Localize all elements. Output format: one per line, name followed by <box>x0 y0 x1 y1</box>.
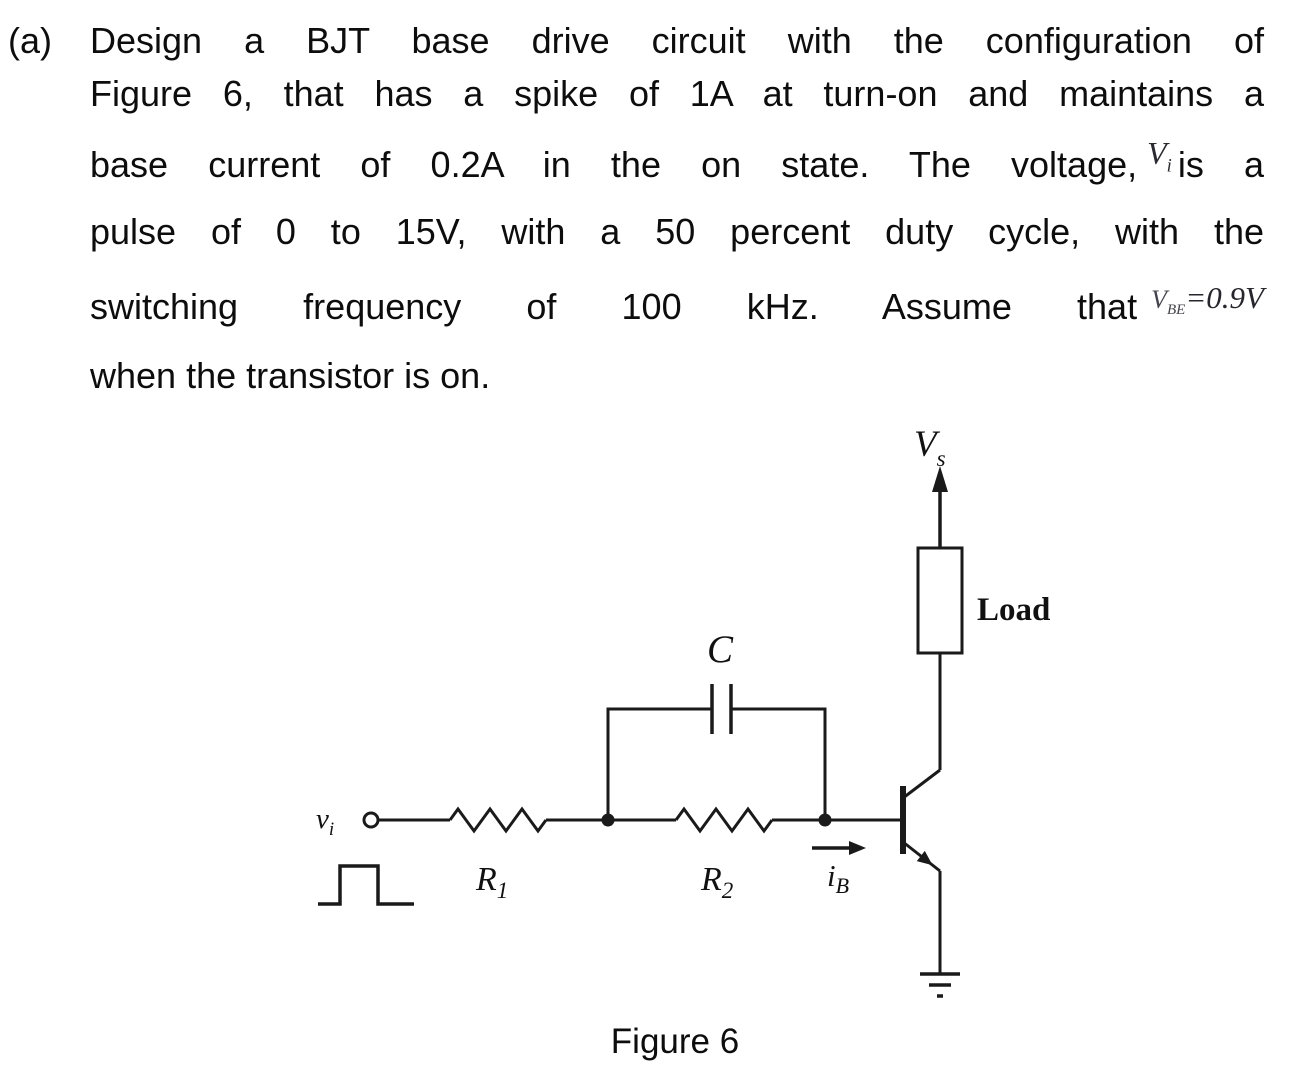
ground-symbol <box>920 971 960 998</box>
node-dot <box>818 813 832 827</box>
problem-text: Design a BJT base drive circuit with the… <box>90 14 1264 402</box>
problem-line-6: when the transistor is on. <box>90 354 491 396</box>
circuit-diagram: Vs Load C vi R1 R2 iB <box>316 424 1050 998</box>
problem-line-5: switching frequency of 100 kHz. Assume t… <box>90 280 1264 348</box>
problem-label: (a) <box>8 20 52 61</box>
load-label: Load <box>977 592 1050 628</box>
node-dot <box>601 813 615 827</box>
text-segment: is a <box>1177 144 1264 185</box>
math-vi: Vi <box>1147 135 1172 176</box>
math-vbe-base: V <box>1151 285 1167 315</box>
text-segment: base current of 0.2A in the on state. Th… <box>90 144 1138 185</box>
math-vbe: VBE=0.9V <box>1151 280 1264 318</box>
math-vbe-value: =0.9V <box>1185 280 1264 316</box>
problem-line-1: Design a BJT base drive circuit with the… <box>90 20 1264 61</box>
load-resistor <box>916 546 964 655</box>
wire <box>378 652 942 974</box>
vs-arrow-icon <box>932 465 948 548</box>
ib-label: iB <box>827 858 849 898</box>
problem-statement: (a) Design a BJT base drive circuit with… <box>0 0 1302 402</box>
resistor-r2 <box>674 806 774 834</box>
math-vi-sub: i <box>1166 155 1172 177</box>
math-vi-base: V <box>1147 135 1167 171</box>
capacitor-c <box>710 683 733 734</box>
r1-label: R1 <box>475 861 508 903</box>
vs-label: Vs <box>914 424 946 471</box>
cap-label: C <box>707 628 734 671</box>
figure-caption: Figure 6 <box>610 1021 740 1061</box>
problem-line-2: Figure 6, that has a spike of 1A at turn… <box>90 73 1264 114</box>
resistor-r1 <box>448 806 548 834</box>
problem-line-3: base current of 0.2A in the on state. Th… <box>90 135 1264 205</box>
problem-line-4: pulse of 0 to 15V, with a 50 percent dut… <box>90 211 1264 253</box>
math-vbe-sub: BE <box>1166 302 1186 319</box>
ib-arrow-icon <box>812 840 866 855</box>
figure-6: Vs Load C vi R1 R2 iB Figure 6 <box>0 408 1302 1076</box>
r2-label: R2 <box>700 861 733 903</box>
transistor-npn <box>900 768 941 872</box>
input-terminal <box>362 811 380 829</box>
vi-label: vi <box>316 803 334 840</box>
text-segment: switching frequency of 100 kHz. Assume t… <box>90 286 1138 328</box>
pulse-waveform-icon <box>318 863 414 906</box>
